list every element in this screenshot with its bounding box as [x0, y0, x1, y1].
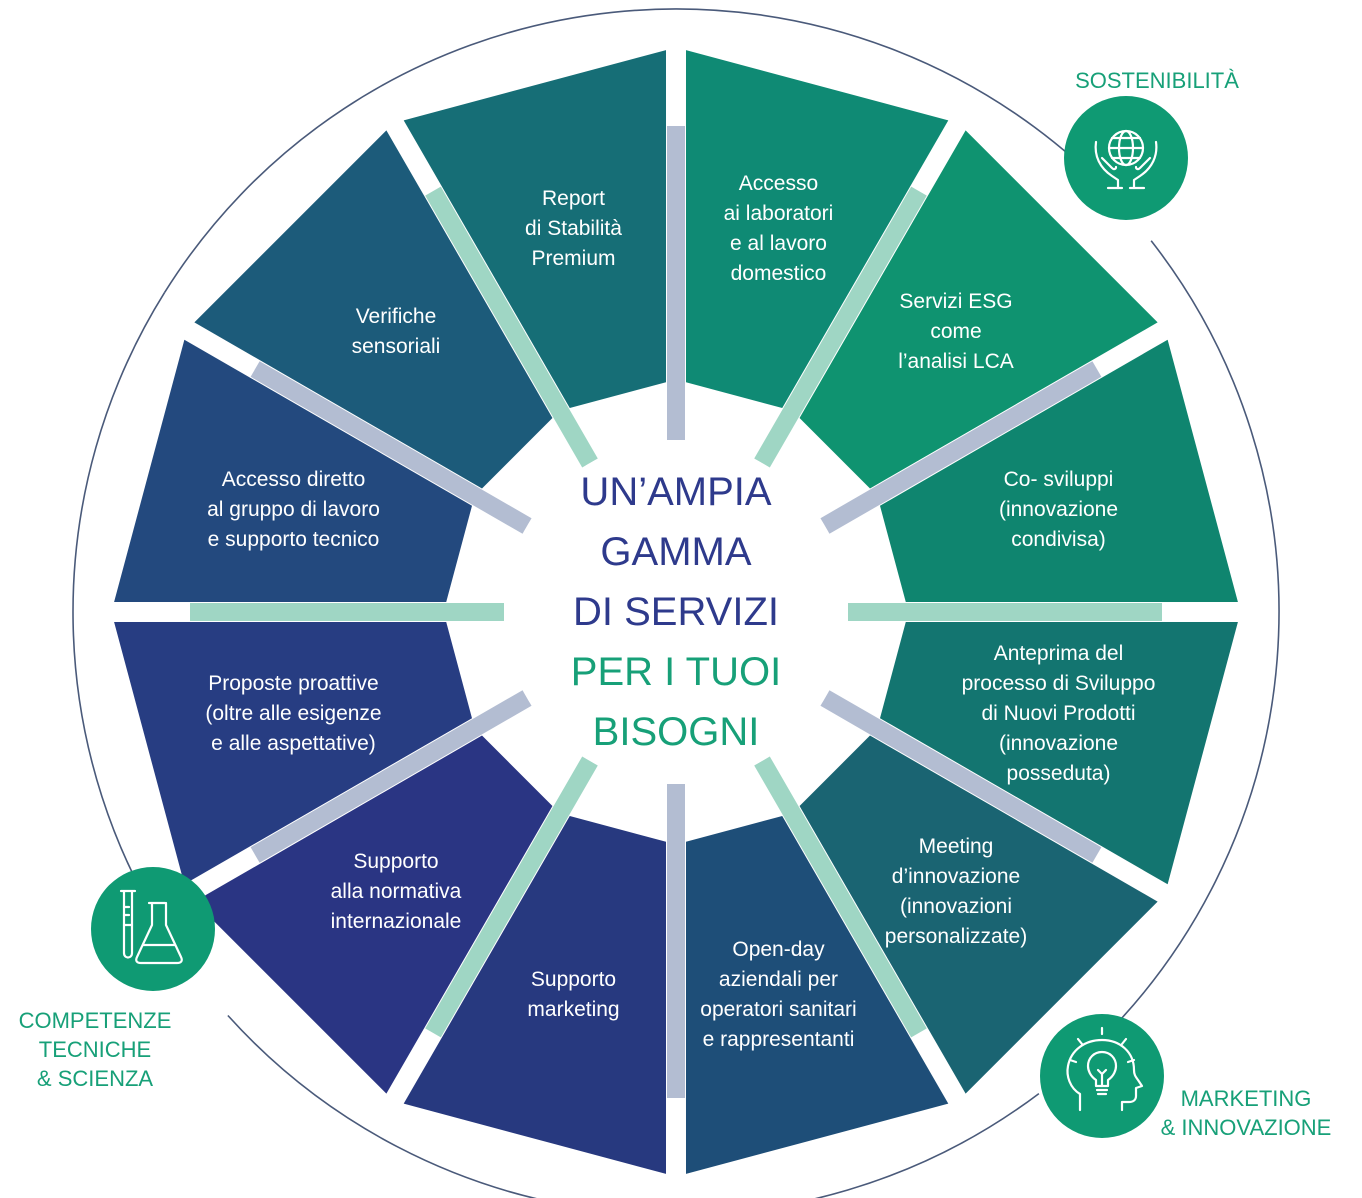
segment-label-line: Accesso: [738, 172, 819, 196]
segment-label-line: Accesso diretto: [221, 467, 366, 491]
segment-label: Proposte proattive (oltre alle esigenze e …: [205, 669, 381, 759]
outer-ring: [72, 8, 1280, 1198]
segment-label: Co- sviluppi (innovazione condivisa): [999, 465, 1118, 555]
center-title-line: PER I TUOI: [570, 650, 782, 694]
wheel-segment: [685, 50, 949, 409]
segment-label: Accesso diretto al gruppo di lavoro e supp…: [207, 465, 380, 555]
marketing-badge: [1040, 1014, 1164, 1138]
category-label-competence: COMPETENZE TECNICHE & SCIENZA: [18, 1008, 172, 1091]
wheel-segment: [114, 339, 473, 603]
segment-label-line: alla normativa: [330, 880, 462, 903]
head-lightbulb-icon: [1066, 1026, 1144, 1112]
wheel-segment: [685, 815, 949, 1174]
segment-label: Accesso ai laboratori e al lavoro domestico: [724, 169, 834, 289]
wheel-segment: [879, 339, 1238, 603]
wheel-segment: [114, 621, 473, 885]
segment-connector: [820, 690, 1102, 863]
lab-flask-icon: [119, 889, 183, 965]
segment-label-line: sensoriali: [351, 334, 441, 358]
segment-label-line: e supporto tecnico: [207, 527, 380, 551]
wheel-segment: [799, 735, 1158, 1094]
segment-connectors: [190, 126, 1162, 1098]
segment-label-line: l’analisi LCA: [898, 349, 1014, 373]
center-circle: [504, 440, 848, 784]
segment-label: Supporto marketing: [527, 965, 619, 1025]
segment-label-line: Open-day: [732, 937, 825, 961]
segment-connector: [820, 361, 1102, 534]
segment-label-line: Verifiche: [355, 304, 437, 328]
segment-label-line: condivisa): [1011, 527, 1106, 551]
segment-label-line: Premium: [531, 247, 616, 271]
segment-connector: [754, 756, 927, 1038]
segment-label-line: Co- sviluppi: [1003, 467, 1114, 491]
segment-label-line: marketing: [527, 997, 620, 1021]
segment-label-line: e alle aspettative): [211, 732, 376, 756]
segment-label-line: come: [930, 319, 982, 343]
outer-ring-arc: [163, 8, 1111, 293]
segment-connector: [425, 756, 598, 1038]
segment-label-line: e rappresentanti: [702, 1027, 855, 1051]
segment-label-line: (innovazioni: [899, 895, 1013, 918]
segment-label: Supporto alla normativa internazionale: [331, 847, 462, 937]
wheel-segment: [403, 50, 667, 409]
wheel-segment: [799, 130, 1158, 489]
segment-label-line: aziendali per: [718, 967, 839, 991]
segment-label: Meeting d’innovazione (innovazioni personal…: [885, 832, 1027, 952]
wheel-segment: [194, 130, 553, 489]
segment-label-line: Meeting: [918, 835, 994, 858]
segment-label-line: d’innovazione: [891, 865, 1021, 888]
sustainability-badge: [1064, 96, 1188, 220]
segment-label-line: di Nuovi Prodotti: [981, 702, 1136, 726]
wheel-segments: [114, 50, 1238, 1174]
category-label-sustainability: SOSTENIBILITÀ: [1075, 68, 1239, 93]
segment-label-line: Supporto: [353, 850, 439, 873]
segment-label-line: (oltre alle esigenze: [205, 702, 382, 726]
segment-label-line: posseduta): [1006, 762, 1111, 786]
segment-label-line: Servizi ESG: [899, 289, 1013, 313]
segment-label-line: personalizzate): [884, 925, 1028, 948]
segment-label-line: processo di Sviluppo: [961, 672, 1156, 696]
segment-label-line: domestico: [730, 262, 827, 286]
outer-ring-arc: [227, 1014, 1040, 1198]
center-title: UN’AMPIA GAMMA DI SERVIZI PER I TUOI BIS…: [571, 462, 781, 762]
hands-globe-icon: [1094, 129, 1158, 190]
wheel-segment: [403, 815, 667, 1174]
segment-connector: [754, 186, 927, 468]
category-label-marketing: MARKETING & INNOVAZIONE: [1160, 1086, 1332, 1140]
segment-connector: [250, 690, 532, 863]
segment-connector: [425, 186, 598, 468]
segment-label-line: (innovazione: [998, 732, 1119, 756]
segment-label-line: Anteprima del: [993, 642, 1124, 666]
outer-ring-arc: [1086, 240, 1280, 1054]
segment-label-line: al gruppo di lavoro: [207, 497, 380, 521]
center-title-line: GAMMA: [600, 530, 752, 574]
segment-label-line: Proposte proattive: [208, 672, 379, 696]
outer-ring-arc: [72, 292, 177, 950]
segment-label-line: Report: [541, 187, 606, 211]
segment-label: Open-day aziendali per operatori sanitari e…: [700, 935, 856, 1055]
segment-label-line: (innovazione: [998, 497, 1119, 521]
segment-label-line: internazionale: [330, 910, 462, 933]
segment-connector: [250, 361, 532, 534]
segment-label: Anteprima del processo di Sviluppo di Nuov…: [962, 639, 1156, 789]
segment-label-line: Supporto: [530, 967, 617, 991]
wheel-segment: [194, 735, 553, 1094]
segment-label-line: di Stabilità: [525, 217, 622, 241]
wheel-segment: [879, 621, 1238, 885]
center-title-line: UN’AMPIA: [580, 470, 772, 514]
segment-label-line: e al lavoro: [730, 232, 827, 256]
segment-label-line: operatori sanitari: [700, 997, 857, 1021]
segment-label-line: ai laboratori: [723, 202, 834, 226]
competence-badge: [91, 867, 215, 991]
center-title-line: DI SERVIZI: [573, 590, 779, 634]
segment-label: Servizi ESG come l’analisi LCA: [898, 287, 1014, 377]
center-title-line: BISOGNI: [592, 710, 760, 754]
segment-label: Verifiche sensoriali: [352, 302, 441, 362]
